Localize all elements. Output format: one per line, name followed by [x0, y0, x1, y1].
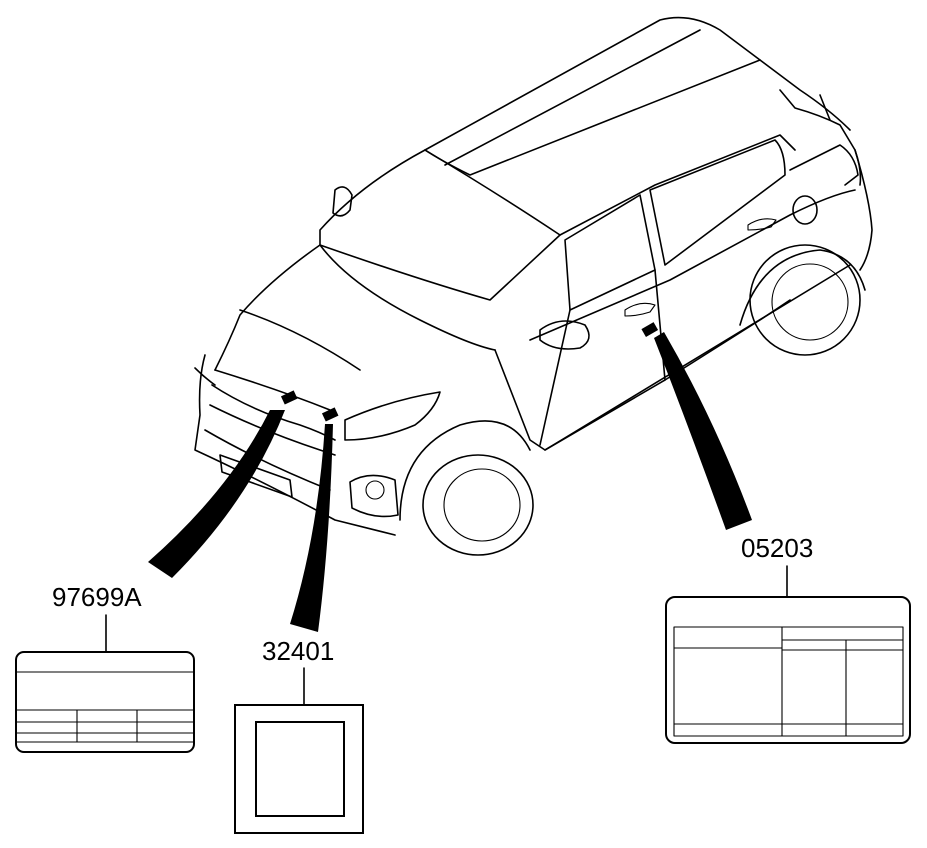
part-number-05203: 05203 — [741, 533, 813, 563]
suv-illustration — [194, 16, 873, 556]
marker-97699A — [280, 390, 298, 405]
label-05203-group: 05203 — [665, 533, 911, 744]
part-number-32401: 32401 — [262, 636, 334, 666]
label-32401-group: 32401 — [234, 636, 364, 834]
label-05203-sheet — [665, 596, 911, 744]
label-97699A-group: 97699A — [15, 582, 195, 753]
marker-32401 — [321, 407, 339, 422]
part-number-97699A: 97699A — [52, 582, 142, 612]
marker-05203 — [641, 322, 659, 337]
label-97699A-sheet — [15, 651, 195, 753]
leader-wedges — [148, 332, 752, 632]
